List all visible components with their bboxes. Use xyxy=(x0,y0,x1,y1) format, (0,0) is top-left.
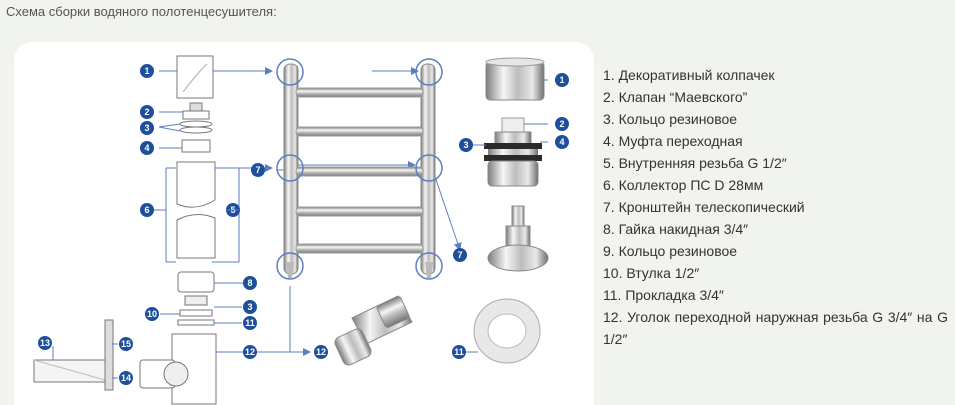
svg-text:8: 8 xyxy=(247,278,252,288)
number-badges: 1 2 3 3 4 6 5 7 7 8 3 10 11 12 12 13 14 … xyxy=(38,64,569,385)
svg-text:3: 3 xyxy=(463,140,468,150)
legend-item: 10. Втулка 1/2″ xyxy=(603,265,700,281)
gasket-3d xyxy=(473,298,541,364)
nut-drawing xyxy=(177,271,215,293)
badge-1: 1 xyxy=(140,64,154,78)
badge-4-right: 4 xyxy=(555,135,569,149)
svg-text:10: 10 xyxy=(147,309,157,319)
badge-10: 10 xyxy=(145,307,159,321)
badge-11-right: 11 xyxy=(452,345,466,359)
badge-12-left: 12 xyxy=(243,345,257,359)
svg-text:7: 7 xyxy=(457,250,462,260)
svg-text:2: 2 xyxy=(559,119,564,129)
svg-text:1: 1 xyxy=(559,75,564,85)
svg-text:13: 13 xyxy=(40,338,50,348)
badge-11: 11 xyxy=(243,316,257,330)
legend-item: 9. Кольцо резиновое xyxy=(603,243,738,259)
badge-3-lower: 3 xyxy=(243,300,257,314)
svg-text:12: 12 xyxy=(245,347,255,357)
cap-3d xyxy=(485,57,545,101)
coupling-drawing xyxy=(181,139,211,153)
badge-6: 6 xyxy=(140,203,154,217)
page-title: Схема сборки водяного полотенцесушителя: xyxy=(6,4,277,19)
badge-14: 14 xyxy=(119,371,133,385)
legend-item: 11. Прокладка 3/4″ xyxy=(603,287,724,303)
svg-text:3: 3 xyxy=(144,123,149,133)
svg-text:15: 15 xyxy=(121,339,131,349)
valve-3d xyxy=(484,117,542,187)
badge-13: 13 xyxy=(38,336,52,350)
svg-text:4: 4 xyxy=(559,137,564,147)
svg-text:11: 11 xyxy=(245,318,255,328)
legend-item: 12. Уголок переходной наружная резьба G … xyxy=(603,309,948,347)
badge-12-right: 12 xyxy=(314,345,328,359)
collector-bottom xyxy=(176,214,216,259)
legend-item: 4. Муфта переходная xyxy=(603,133,743,149)
badge-7-right: 7 xyxy=(453,248,467,262)
collector-top xyxy=(176,161,216,208)
legend: 1. Декоративный колпачек 2. Клапан “Маев… xyxy=(603,64,948,350)
legend-item: 5. Внутренняя резьба G 1/2″ xyxy=(603,155,787,171)
badge-4: 4 xyxy=(140,141,154,155)
badge-2-right: 2 xyxy=(555,117,569,131)
svg-text:2: 2 xyxy=(144,107,149,117)
svg-text:14: 14 xyxy=(121,373,131,383)
legend-item: 8. Гайка накидная 3/4″ xyxy=(603,221,749,237)
svg-text:6: 6 xyxy=(144,205,149,215)
legend-item: 2. Клапан “Маевского” xyxy=(603,89,748,105)
badge-3-right: 3 xyxy=(459,138,473,152)
towel-rail xyxy=(276,58,443,280)
badge-1-right: 1 xyxy=(555,73,569,87)
wall xyxy=(104,319,114,391)
badge-7-left: 7 xyxy=(251,163,265,177)
bracket-3d xyxy=(487,205,549,272)
exploded-view xyxy=(33,55,217,405)
svg-text:11: 11 xyxy=(454,347,464,357)
legend-item: 3. Кольцо резиновое xyxy=(603,111,738,127)
legend-item: 6. Коллектор ПС D 28мм xyxy=(603,177,764,193)
svg-text:3: 3 xyxy=(247,302,252,312)
angle-fitting-3d xyxy=(334,295,413,366)
svg-text:12: 12 xyxy=(316,347,326,357)
badge-15: 15 xyxy=(119,337,133,351)
svg-text:7: 7 xyxy=(255,165,260,175)
svg-text:1: 1 xyxy=(144,66,149,76)
parts-3d xyxy=(334,57,549,366)
legend-item: 1. Декоративный колпачек xyxy=(603,67,775,83)
badge-3: 3 xyxy=(140,121,154,135)
legend-item: 7. Кронштейн телескопический xyxy=(603,199,805,215)
badge-2: 2 xyxy=(140,105,154,119)
badge-8: 8 xyxy=(243,276,257,290)
svg-text:4: 4 xyxy=(144,143,149,153)
